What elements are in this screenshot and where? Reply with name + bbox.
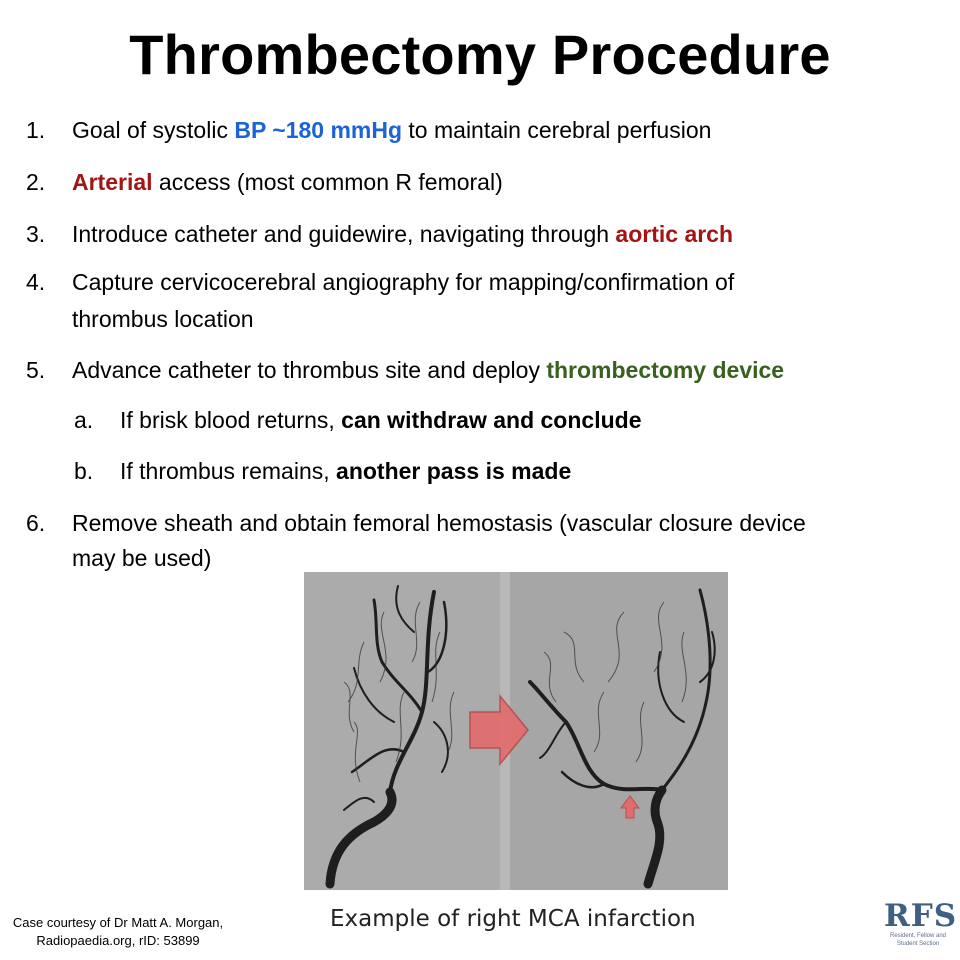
step-text-segment: may be used)	[72, 545, 212, 571]
step-text-segment: Introduce catheter and guidewire, naviga…	[72, 221, 616, 247]
rfs-logo-mark: RFS	[884, 898, 958, 934]
right-arrow-icon	[469, 693, 529, 767]
step-text: Goal of systolic BP ~180 mmHg to maintai…	[72, 112, 711, 149]
step-text-segment: Capture cervicocerebral angiography for …	[72, 269, 735, 295]
bp-highlight: BP ~180 mmHg	[234, 117, 403, 143]
step-number: 5.	[26, 357, 46, 383]
rfs-logo: RFS Resident, Fellow and Student Section	[884, 900, 956, 948]
step-number: a.	[74, 407, 94, 433]
step-text: thrombus location	[72, 301, 254, 338]
step-text-segment: Remove sheath and obtain femoral hemosta…	[72, 510, 806, 536]
figure-caption: Example of right MCA infarction	[330, 906, 696, 932]
step-text: Advance catheter to thrombus site and de…	[72, 352, 784, 389]
step-text: If thrombus remains, another pass is mad…	[120, 453, 571, 490]
step-number: 1.	[26, 117, 46, 143]
angiography-drawing	[304, 572, 728, 890]
aortic-arch-highlight: aortic arch	[615, 221, 734, 247]
slide-title: Thrombectomy Procedure	[129, 23, 831, 86]
step-text-segment: to maintain cerebral perfusion	[402, 117, 712, 143]
step-number: b.	[74, 458, 94, 484]
bold-highlight: can withdraw and conclude	[341, 407, 642, 433]
step-text-segment: Goal of systolic	[72, 117, 235, 143]
up-arrow-icon	[620, 795, 640, 819]
rfs-logo-subtitle: Resident, Fellow and	[889, 933, 947, 939]
rfs-logo-subtitle: Student Section	[896, 941, 940, 947]
step-text: Introduce catheter and guidewire, naviga…	[72, 216, 733, 253]
device-highlight: thrombectomy device	[546, 357, 785, 383]
step-number: 2.	[26, 169, 46, 195]
step-text-segment: If thrombus remains,	[120, 458, 337, 484]
credit-line: Case courtesy of Dr Matt A. Morgan,	[12, 915, 224, 930]
step-text: may be used)	[72, 540, 211, 577]
step-text: Remove sheath and obtain femoral hemosta…	[72, 505, 806, 542]
arterial-highlight: Arterial	[72, 169, 153, 195]
step-text-segment: Advance catheter to thrombus site and de…	[72, 357, 547, 383]
step-number: 4.	[26, 269, 46, 295]
step-text: Capture cervicocerebral angiography for …	[72, 264, 734, 301]
image-credit: Case courtesy of Dr Matt A. Morgan, Radi…	[5, 914, 231, 950]
step-number: 6.	[26, 510, 46, 536]
step-text: Arterial access (most common R femoral)	[72, 164, 503, 201]
step-text-segment: thrombus location	[72, 306, 254, 332]
step-text-segment: If brisk blood returns,	[120, 407, 342, 433]
step-text: If brisk blood returns, can withdraw and…	[120, 402, 641, 439]
angiography-image	[304, 572, 728, 890]
credit-line: Radiopaedia.org, rID: 53899	[36, 933, 200, 948]
bold-highlight: another pass is made	[336, 458, 572, 484]
step-text-segment: access (most common R femoral)	[152, 169, 503, 195]
step-number: 3.	[26, 221, 46, 247]
